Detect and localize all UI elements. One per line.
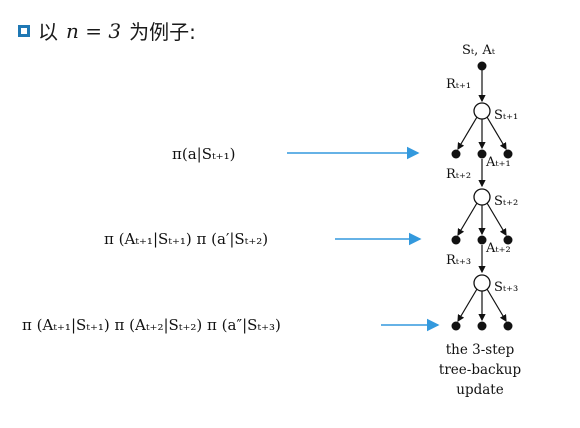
heading-math: n = 3 [66, 18, 122, 43]
state-label-1: Sₜ₊₁ [494, 108, 518, 123]
action-node-2-right [503, 235, 513, 245]
edge-s1-left [457, 116, 478, 151]
reward-label-1: Rₜ₊₁ [446, 77, 471, 92]
reward-label-3: Rₜ₊₃ [446, 253, 471, 268]
heading-suffix: 为例子: [129, 20, 196, 44]
state-node-1 [473, 102, 491, 120]
heading-prefix: 以 [38, 20, 58, 44]
top-label: Sₜ, Aₜ [462, 43, 496, 58]
formula-2: π (Aₜ₊₁|Sₜ₊₁) π (a′|Sₜ₊₂) [104, 230, 269, 248]
state-node-3 [473, 274, 491, 292]
action-label-2: Aₜ₊₂ [485, 241, 511, 256]
formula-1: π(a|Sₜ₊₁) [172, 145, 236, 163]
state-label-3: Sₜ₊₃ [494, 280, 518, 295]
square-bullet-icon [18, 24, 30, 37]
action-node-1-mid [477, 149, 487, 159]
state-node-2 [473, 188, 491, 206]
action-node-3-right [503, 321, 513, 331]
action-label-1: Aₜ₊₁ [485, 155, 511, 170]
action-node-2-left [451, 235, 461, 245]
action-node-2-mid [477, 235, 487, 245]
action-node-1-left [451, 149, 461, 159]
diagram-caption: the 3-step tree-backup update [420, 340, 540, 400]
reward-label-2: Rₜ₊₂ [446, 167, 471, 182]
caption-line-3: update [456, 382, 504, 398]
action-node-3-mid [477, 321, 487, 331]
caption-line-2: tree-backup [438, 362, 522, 378]
caption-line-1: the 3-step [445, 342, 515, 358]
edge-s3-right [486, 288, 507, 323]
formula-3: π (Aₜ₊₁|Sₜ₊₁) π (Aₜ₊₂|Sₜ₊₂) π (a″|Sₜ₊₃) [22, 316, 281, 334]
slide-heading: 以 n = 3 为例子: [18, 16, 196, 45]
state-label-2: Sₜ₊₂ [494, 194, 518, 209]
action-node-3-left [451, 321, 461, 331]
edge-s2-right [486, 202, 507, 237]
edge-s2-left [457, 202, 478, 237]
edge-s1-right [486, 116, 507, 151]
edge-s3-left [457, 288, 478, 323]
action-node-top [477, 61, 487, 71]
action-node-1-right [503, 149, 513, 159]
